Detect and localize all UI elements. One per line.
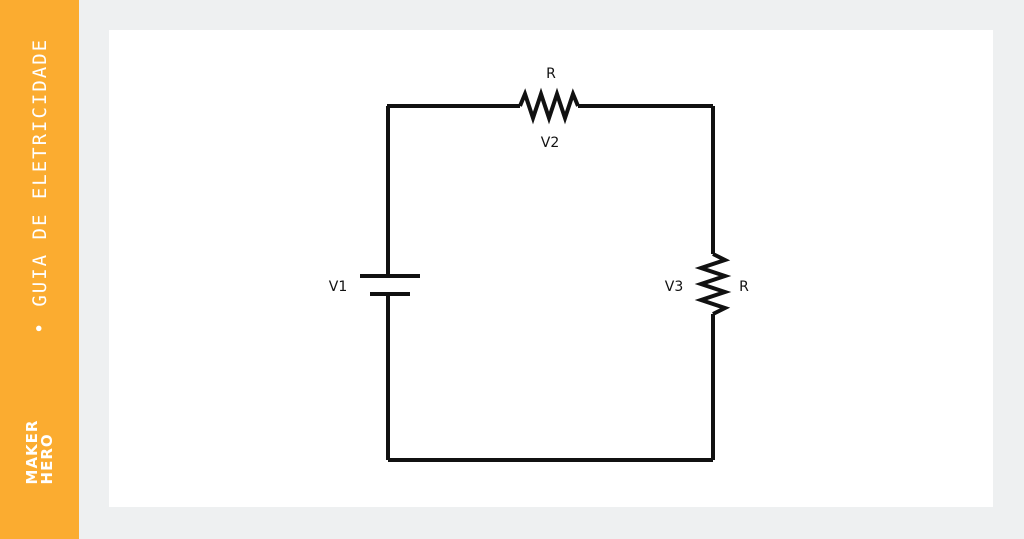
- circuit-diagram: R V2 V1 V3 R: [329, 66, 749, 462]
- diagram-card: R V2 V1 V3 R: [109, 30, 993, 507]
- logo-line-hero: HERO: [38, 433, 56, 485]
- resistor-top: [518, 87, 580, 125]
- resistor-right: [694, 252, 732, 316]
- sidebar-tagline: • GUIA DE ELETRICIDADE: [29, 38, 51, 334]
- label-top-resistor-voltage: V2: [541, 135, 559, 151]
- brand-sidebar: • GUIA DE ELETRICIDADE MAKER HERO: [0, 0, 79, 539]
- label-top-resistor-name: R: [546, 66, 556, 82]
- maker-hero-logo: MAKER HERO: [23, 420, 56, 485]
- label-right-resistor-name: R: [739, 279, 749, 295]
- label-right-resistor-voltage: V3: [665, 279, 683, 295]
- tagline-text: GUIA DE ELETRICIDADE: [29, 37, 51, 307]
- label-battery-voltage: V1: [329, 279, 347, 295]
- bullet-icon: •: [29, 320, 51, 335]
